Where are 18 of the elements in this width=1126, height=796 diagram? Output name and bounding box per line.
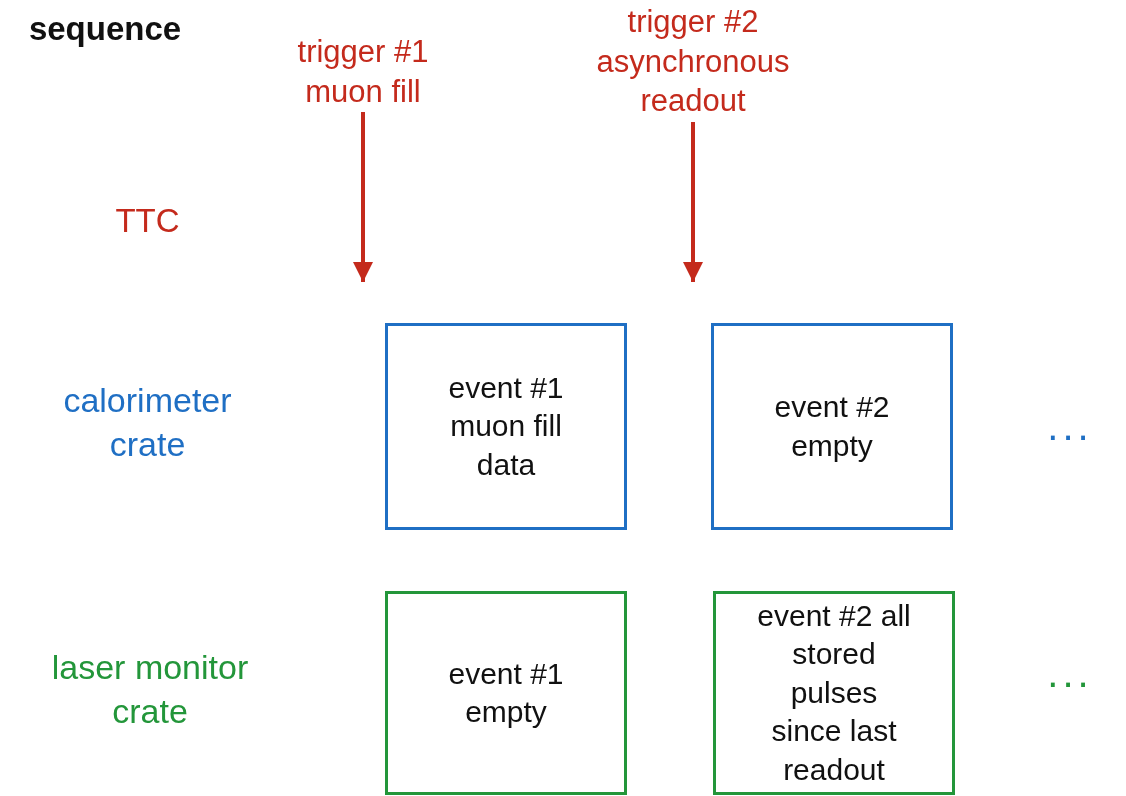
event-box	[711, 323, 953, 530]
event-box	[713, 591, 955, 795]
ellipsis: ...	[1046, 650, 1094, 697]
row-label: calorimeter crate	[62, 380, 233, 466]
arrow	[353, 112, 373, 282]
event-text: event #1 empty	[447, 655, 565, 730]
event-text: event #2 empty	[773, 389, 891, 464]
event-box	[385, 323, 627, 530]
event-text: event #2 all stored pulses since last readout	[756, 598, 912, 788]
event-box	[385, 591, 627, 795]
trigger-label: trigger #1 muon fill	[263, 32, 463, 112]
arrow	[683, 122, 703, 282]
event-text: event #1 muon fill data	[447, 369, 565, 483]
trigger-label: trigger #2 asynchronous readout	[563, 2, 823, 122]
row-label: sequence	[27, 9, 183, 49]
row-label: TTC	[114, 201, 181, 241]
ellipsis: ...	[1046, 403, 1094, 450]
row-label: laser monitor crate	[50, 647, 250, 733]
